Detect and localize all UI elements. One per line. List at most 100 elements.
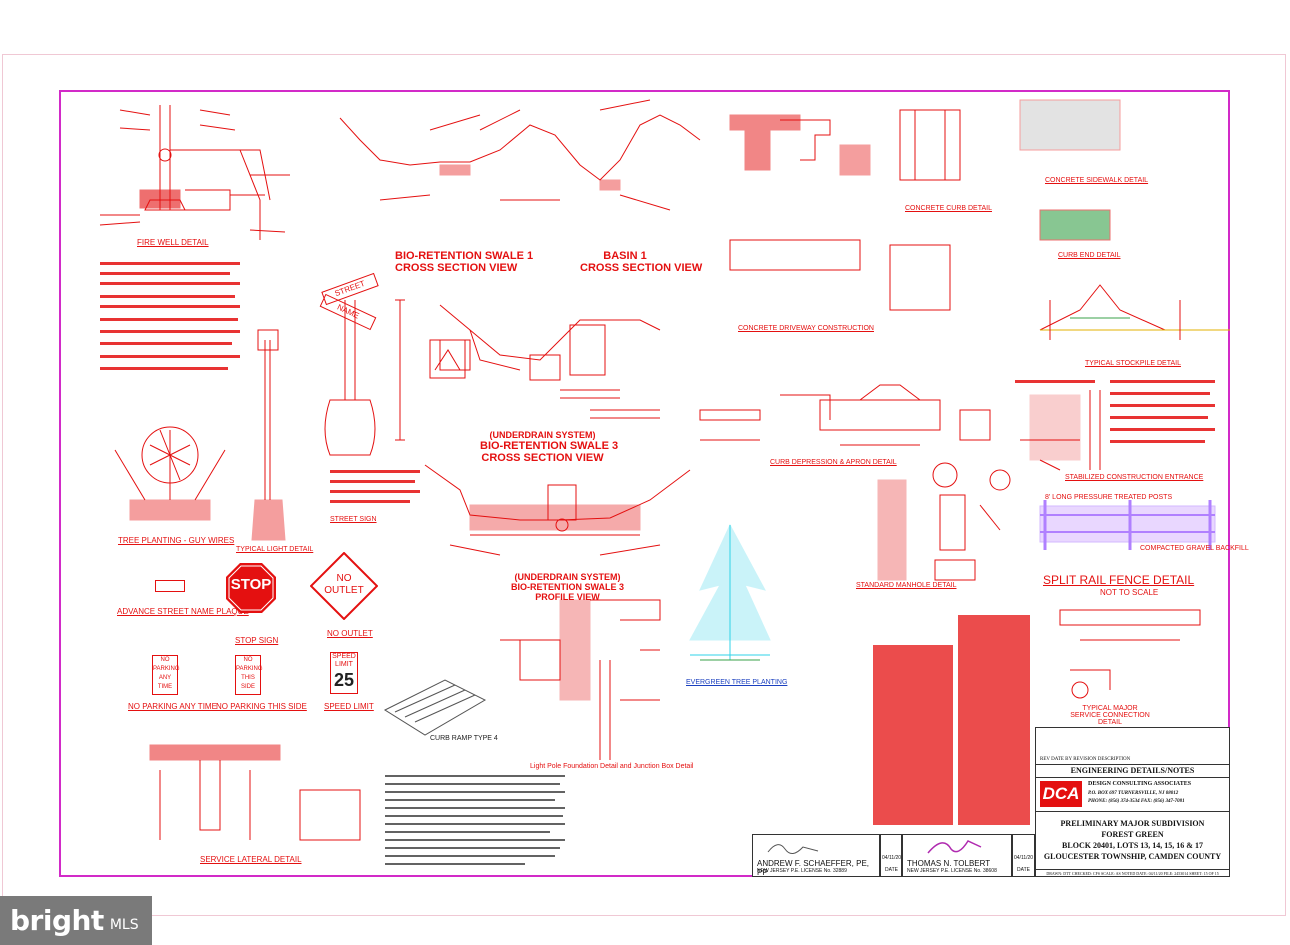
no-outlet-diamond-icon <box>310 552 378 620</box>
typical-service-label: TYPICAL MAJOR SERVICE CONNECTION DETAIL <box>1070 705 1150 726</box>
speed-limit-sign-text: SPEED LIMIT <box>332 653 356 668</box>
service-lateral-label: SERVICE LATERAL DETAIL <box>200 855 302 864</box>
engineer-1-license: NEW JERSEY P.E. LICENSE No. 32889 <box>757 868 847 874</box>
curb-ramp-drawing <box>383 679 487 736</box>
signature-1-icon <box>767 844 819 854</box>
stockpile-drawing <box>1039 284 1230 340</box>
company-phone: PHONE: (856) 374-3534 FAX: (856) 347-708… <box>1088 799 1185 804</box>
no-outlet-label: NO OUTLET <box>327 629 373 638</box>
fire-well-label: FIRE WELL DETAIL <box>137 238 209 247</box>
bio-swale-1-title: BIO-RETENTION SWALE 1 CROSS SECTION VIEW <box>395 250 534 274</box>
concrete-sidewalk-label: CONCRETE SIDEWALK DETAIL <box>1045 177 1149 184</box>
service-connection-drawing <box>1059 609 1201 699</box>
engineer-2-name: THOMAS N. TOLBERT <box>907 859 991 868</box>
evergreen-label: EVERGREEN TREE PLANTING <box>686 679 788 686</box>
date-1: 04/11/20 <box>882 855 902 861</box>
bio-swale-3-title: (UNDERDRAIN SYSTEM) BIO-RETENTION SWALE … <box>480 430 619 464</box>
title-footer: DRAWN: DTT CHECKED: CFS SCALE: AS NOTED … <box>1036 869 1229 877</box>
foundation-drawing <box>500 599 661 760</box>
bright-mls-watermark: bright MLS <box>0 896 152 945</box>
project-row: PRELIMINARY MAJOR SUBDIVISION FOREST GRE… <box>1036 811 1229 869</box>
bright-logo-text: bright <box>10 904 104 937</box>
signature-block-1: ANDREW F. SCHAEFFER, PE, PP NEW JERSEY P… <box>752 834 880 877</box>
swale-3-section <box>424 464 691 556</box>
sign-no-2: NO <box>243 657 253 663</box>
no-parking-side-label: NO PARKING THIS SIDE <box>216 702 307 711</box>
underdrain-label-2: (UNDERDRAIN SYSTEM) <box>514 572 621 582</box>
sheet-title: ENGINEERING DETAILS/NOTES <box>1036 764 1229 777</box>
fire-well-drawing <box>99 105 290 240</box>
split-rail-label: SPLIT RAIL FENCE DETAIL <box>1043 573 1195 587</box>
sign-parking-2: PARKING <box>236 666 263 672</box>
standard-manhole-label: STANDARD MANHOLE DETAIL <box>856 582 957 589</box>
sign-parking-1: PARKING <box>153 666 180 672</box>
drawing-sheet <box>2 54 1286 916</box>
curb-ramp-label: CURB RAMP TYPE 4 <box>430 735 498 742</box>
curb-depression-drawing <box>699 384 991 446</box>
stop-sign-icon <box>226 563 276 613</box>
profile-view-label: PROFILE VIEW <box>535 592 600 602</box>
curb-details <box>729 99 1121 311</box>
no-outlet-sign-line1: NO <box>336 573 352 584</box>
long-rails-label: 8' LONG PRESSURE TREATED POSTS <box>1045 494 1173 501</box>
compacted-backfill-label: COMPACTED GRAVEL BACKFILL <box>1140 545 1249 552</box>
engineer-2-license: NEW JERSEY P.E. LICENSE No. 38608 <box>907 868 997 874</box>
tree-planting-drawing <box>114 426 226 521</box>
drawing-border <box>59 90 1230 877</box>
sign-any: ANY <box>158 675 172 681</box>
title-block: REV DATE BY REVISION DESCRIPTION ENGINEE… <box>1035 727 1230 877</box>
light-detail-label: TYPICAL LIGHT DETAIL <box>236 546 314 553</box>
stop-sign-label: STOP SIGN <box>235 636 279 645</box>
date-2-label: DATE <box>1017 867 1030 873</box>
stabilized-entrance-drawing <box>1020 390 1101 471</box>
date-block-2: 04/11/20 DATE <box>1012 834 1035 877</box>
sign-time: TIME <box>157 684 173 690</box>
swale-basin-profile <box>339 99 701 211</box>
light-pole <box>251 329 286 541</box>
service-lateral-drawing <box>149 744 361 841</box>
date-block-1: 04/11/20 DATE <box>880 834 902 877</box>
mls-logo-text: MLS <box>109 916 139 933</box>
company-name: DESIGN CONSULTING ASSOCIATES <box>1088 781 1192 787</box>
date-1-label: DATE <box>885 867 898 873</box>
no-parking-any-sign: NO PARKING ANY TIME <box>152 655 180 695</box>
bio-swale-1-label: BIO-RETENTION SWALE 1 <box>395 250 534 262</box>
speed-limit-sign: SPEED LIMIT 25 <box>330 652 358 694</box>
company-row: DCA DESIGN CONSULTING ASSOCIATES P.O. BO… <box>1036 777 1229 811</box>
evergreen-tree-drawing <box>689 523 771 661</box>
basin-1-label: BASIN 1 <box>603 250 647 262</box>
no-parking-any-label: NO PARKING ANY TIME <box>128 702 217 711</box>
sign-this: THIS <box>241 675 255 681</box>
bio-swale-1-sub: CROSS SECTION VIEW <box>395 262 518 274</box>
project-title-1: PRELIMINARY MAJOR SUBDIVISION <box>1060 819 1205 828</box>
stockpile-label: TYPICAL STOCKPILE DETAIL <box>1085 360 1181 367</box>
sign-no-1: NO <box>160 657 170 663</box>
light-pole-label: Light Pole Foundation Detail and Junctio… <box>530 763 694 770</box>
stop-sign-text: STOP <box>230 576 272 593</box>
revision-header: REV DATE BY REVISION DESCRIPTION <box>1040 757 1131 762</box>
curb-depression-label: CURB DEPRESSION & APRON DETAIL <box>770 459 897 466</box>
company-address: P.O. BOX 697 TURNERSVILLE, NJ 08012 <box>1088 791 1179 796</box>
advance-plaque-sign <box>155 580 185 592</box>
not-to-scale-label: NOT TO SCALE <box>1100 588 1159 597</box>
bio-swale-3-profile-title: (UNDERDRAIN SYSTEM) BIO-RETENTION SWALE … <box>505 572 630 602</box>
township: GLOUCESTER TOWNSHIP, CAMDEN COUNTY <box>1043 852 1222 861</box>
speed-limit-label: SPEED LIMIT <box>324 702 374 711</box>
date-2: 04/11/20 <box>1014 855 1034 861</box>
manhole-drawing <box>877 462 1011 581</box>
swale-2-section <box>429 304 661 419</box>
signature-2-icon <box>927 840 982 854</box>
concrete-driveway-label: CONCRETE DRIVEWAY CONSTRUCTION <box>738 325 874 332</box>
concrete-curb-label: CONCRETE CURB DETAIL <box>905 205 992 212</box>
split-rail-fence-drawing <box>1039 500 1216 550</box>
tree-planting-label: TREE PLANTING - GUY WIRES <box>118 536 235 545</box>
curb-end-label: CURB END DETAIL <box>1058 252 1121 259</box>
bio-swale-3-label: BIO-RETENTION SWALE 3 <box>480 440 619 452</box>
street-sign-post <box>324 299 405 456</box>
project-title-2: FOREST GREEN <box>1101 830 1164 839</box>
speed-limit-value: 25 <box>333 670 355 690</box>
no-outlet-sign-line2: OUTLET <box>324 585 364 596</box>
signature-block-2: THOMAS N. TOLBERT NEW JERSEY P.E. LICENS… <box>902 834 1012 877</box>
